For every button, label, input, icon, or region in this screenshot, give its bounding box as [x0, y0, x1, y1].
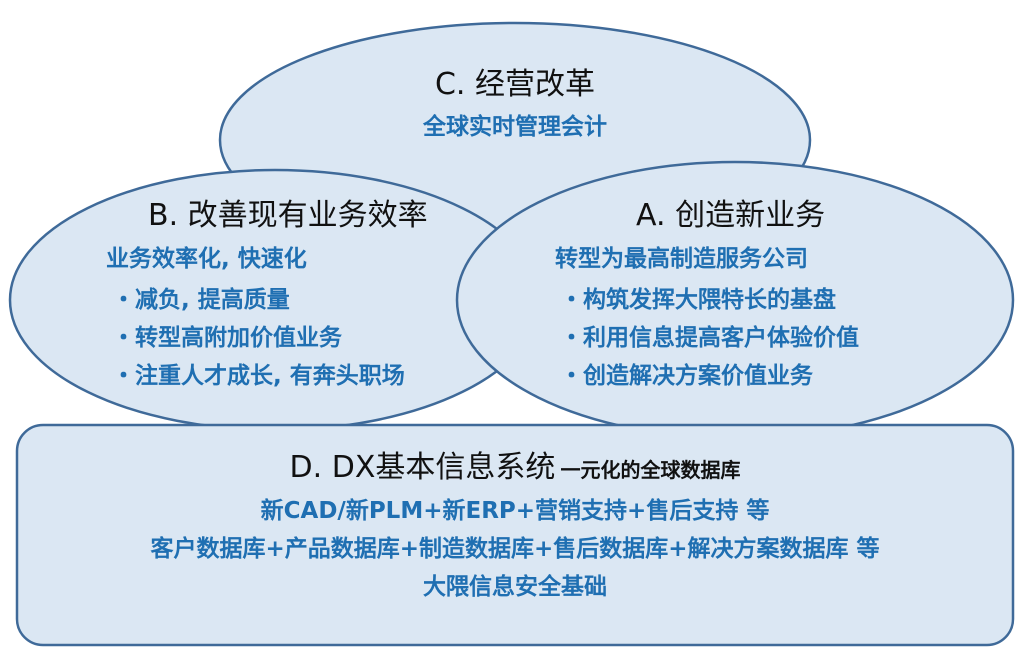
a-item-2: ・利用信息提高客户体验价值: [560, 325, 859, 351]
d-title: D. DX基本信息系统: [289, 450, 556, 485]
d-line-2: 客户数据库+产品数据库+制造数据库+售后数据库+解决方案数据库 等: [150, 536, 880, 562]
b-subtitle: 业务效率化, 快速化: [106, 246, 307, 272]
b-item-1: ・减负, 提高质量: [112, 287, 290, 313]
b-item-2: ・转型高附加价值业务: [112, 325, 342, 351]
c-subtitle: 全球实时管理会计: [423, 114, 607, 140]
c-title: C. 经营改革: [434, 67, 596, 102]
b-title: B. 改善现有业务效率: [148, 198, 428, 233]
d-line-1: 新CAD/新PLM+新ERP+营销支持+售后支持 等: [260, 498, 770, 524]
box-d-dx-system: [15, 423, 1015, 647]
d-title-row: D. DX基本信息系统 一元化的全球数据库: [290, 450, 741, 486]
a-item-3: ・创造解决方案价值业务: [560, 363, 813, 389]
a-subtitle: 转型为最高制造服务公司: [555, 246, 808, 272]
d-title-suffix: 一元化的全球数据库: [560, 458, 741, 482]
b-item-3: ・注重人才成长, 有奔头职场: [112, 363, 405, 389]
d-line-3: 大隈信息安全基础: [423, 574, 607, 600]
a-title: A. 创造新业务: [636, 198, 826, 233]
a-item-1: ・构筑发挥大隈特长的基盘: [560, 287, 836, 313]
